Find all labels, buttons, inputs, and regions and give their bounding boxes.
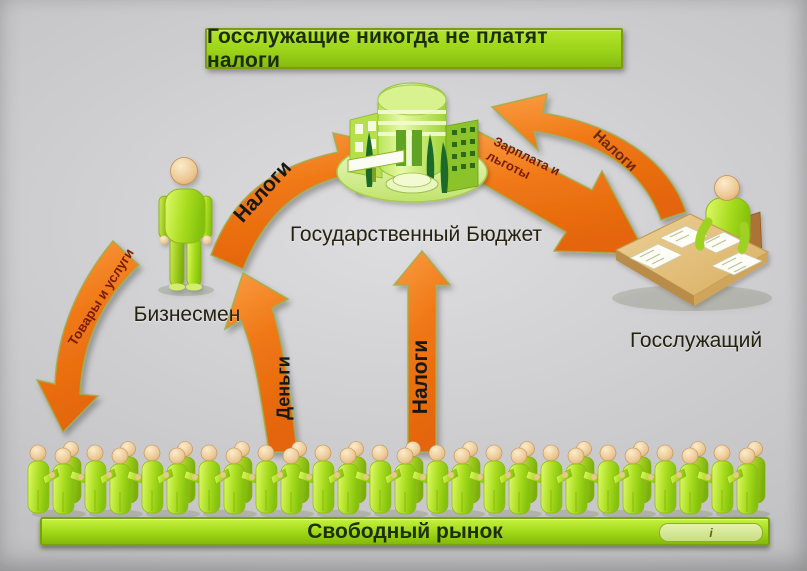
arrow-taxes-market-to-budget [392,249,452,453]
info-badge: i [659,523,763,542]
budget-building-illustration [336,82,488,203]
civil-servant-label: Госслужащий [629,329,763,352]
info-badge-text: i [709,525,713,540]
arrow-goods-businessman-to-market [35,239,141,434]
arrow-label-taxes-market: Налоги [409,339,432,415]
civil-servant-illustration [612,175,772,311]
free-market-bar: Свободный рынок i [40,517,770,546]
arrow-label-money: Деньги [273,356,294,420]
free-market-label: Свободный рынок [307,519,503,543]
budget-label: Государственный Бюджет [289,223,543,246]
arrow-money-market-to-businessman [223,271,298,453]
businessman-illustration [158,157,214,296]
flow-arrows [35,92,688,453]
market-crowd-illustration [27,441,770,519]
title-text: Госслужащие никогда не платят налоги [207,24,548,72]
title-banner: Госслужащие никогда не платят налоги [205,25,623,72]
arrow-taxes-servant-to-budget [490,92,688,221]
businessman-label: Бизнесмен [133,303,241,326]
